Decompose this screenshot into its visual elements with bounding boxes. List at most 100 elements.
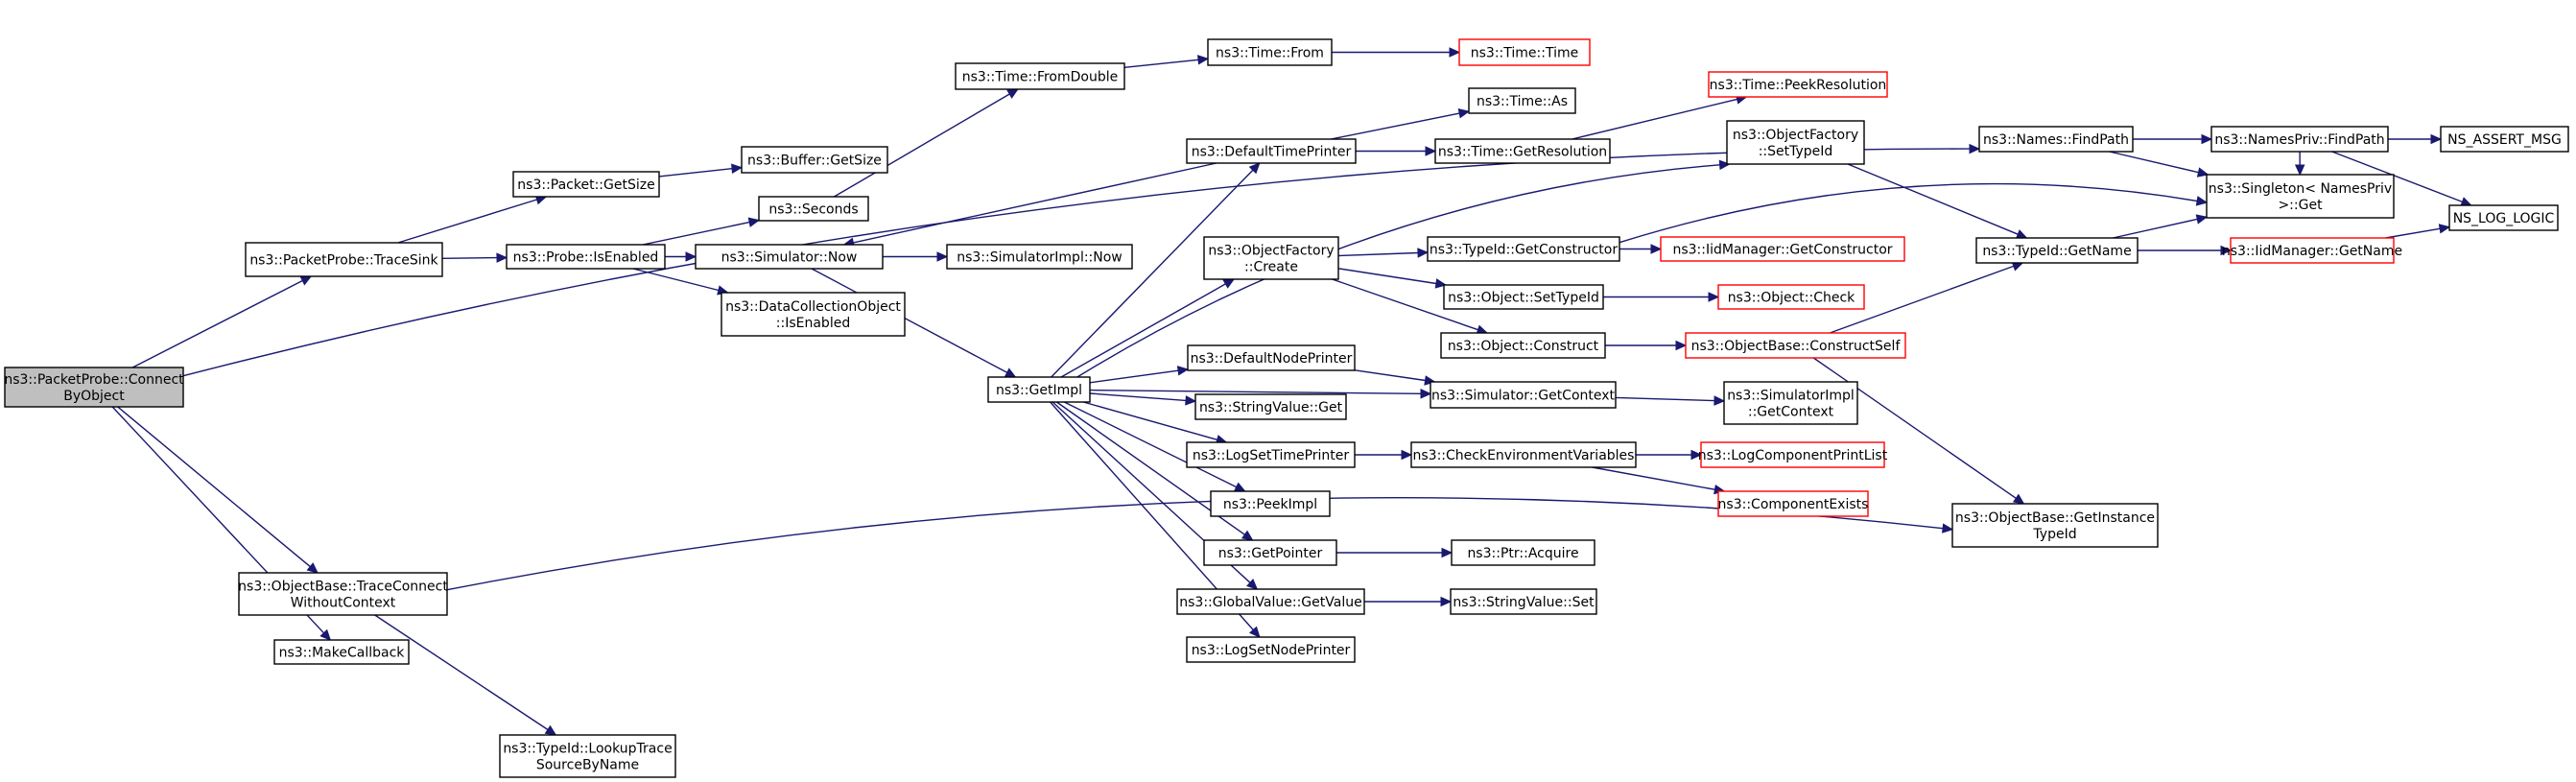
- edge-getImpl-to-strValGet: [1089, 392, 1197, 406]
- node-label: ns3::TypeId::GetConstructor: [1430, 243, 1618, 258]
- node-checkEnv[interactable]: ns3::CheckEnvironmentVariables: [1410, 441, 1637, 468]
- node-simImplNow[interactable]: ns3::SimulatorImpl::Now: [946, 244, 1133, 270]
- node-seconds[interactable]: ns3::Seconds: [758, 196, 869, 222]
- node-label: ::Create: [1244, 260, 1298, 275]
- node-logSetNode[interactable]: ns3::LogSetNodePrinter: [1186, 636, 1356, 663]
- node-label: >::Get: [2278, 198, 2323, 213]
- node-compExists[interactable]: ns3::ComponentExists: [1717, 490, 1869, 517]
- node-simGetContext[interactable]: ns3::Simulator::GetContext: [1430, 381, 1617, 409]
- node-timeFrom[interactable]: ns3::Time::From: [1207, 38, 1333, 66]
- edge-objSetTypeId-to-objCheck: [1603, 292, 1720, 302]
- edge-getImpl-to-defNodePrinter: [1089, 366, 1190, 384]
- node-iidGetCtor[interactable]: ns3::IidManager::GetConstructor: [1660, 236, 1905, 262]
- edge-isEnabled-to-simNow: [665, 251, 697, 262]
- node-timeTime[interactable]: ns3::Time::Time: [1458, 38, 1591, 66]
- node-gvGetValue[interactable]: ns3::GlobalValue::GetValue: [1176, 588, 1365, 615]
- node-constructSelf[interactable]: ns3::ObjectBase::ConstructSelf: [1685, 332, 1906, 359]
- edge-isEnabled-to-dcoEnabled: [632, 268, 729, 296]
- edge-root-to-traceConnect: [117, 406, 319, 574]
- node-singletonGet[interactable]: ns3::Singleton< NamesPriv >::Get: [2206, 174, 2395, 219]
- node-label: ByObject: [63, 389, 125, 404]
- node-peekImpl[interactable]: ns3::PeekImpl: [1210, 490, 1331, 517]
- edge-checkEnv-to-compExists: [1592, 466, 1726, 495]
- node-bufGetSize[interactable]: ns3::Buffer::GetSize: [741, 146, 888, 174]
- edge-objConstruct-to-constructSelf: [1605, 340, 1688, 351]
- node-tidGetCtor[interactable]: ns3::TypeId::GetConstructor: [1427, 236, 1620, 262]
- node-getPointer[interactable]: ns3::GetPointer: [1203, 539, 1337, 566]
- node-simNow[interactable]: ns3::Simulator::Now: [695, 244, 884, 270]
- edge-tidGetCtor-to-iidGetCtor: [1619, 244, 1663, 254]
- edge-constructSelf-to-getInstTid: [1812, 357, 2025, 505]
- node-label: ns3::TypeId::GetName: [1982, 244, 2131, 259]
- node-assertMsg[interactable]: NS_ASSERT_MSG: [2440, 126, 2569, 153]
- edge-seconds-to-fromDouble: [834, 88, 1019, 198]
- node-label: ns3::Singleton< NamesPriv: [2209, 181, 2392, 197]
- node-isEnabled[interactable]: ns3::Probe::IsEnabled: [506, 244, 666, 270]
- node-nprivFindPath[interactable]: ns3::NamesPriv::FindPath: [2210, 126, 2389, 153]
- node-strValSet[interactable]: ns3::StringValue::Set: [1450, 588, 1597, 615]
- edge-tidGetCtor-to-singletonGet: [1619, 182, 2209, 244]
- node-label: ns3::CheckEnvironmentVariables: [1413, 448, 1635, 463]
- node-label: ns3::TypeId::LookupTrace: [503, 742, 672, 757]
- node-timeGetRes[interactable]: ns3::Time::GetResolution: [1434, 138, 1611, 164]
- node-label: ns3::LogComponentPrintList: [1698, 448, 1888, 463]
- node-label: ns3::Ptr::Acquire: [1467, 546, 1578, 561]
- edge-traceConnect-to-lookupTrace: [374, 614, 557, 736]
- node-label: ns3::Packet::GetSize: [517, 178, 654, 193]
- node-label: ns3::PacketProbe::Connect: [4, 372, 184, 388]
- node-ofCreate[interactable]: ns3::ObjectFactory::Create: [1203, 236, 1339, 280]
- node-makeCallback[interactable]: ns3::MakeCallback: [273, 639, 410, 665]
- node-simImplGetCtx[interactable]: ns3::SimulatorImpl::GetContext: [1723, 381, 1858, 425]
- node-iidGetName[interactable]: ns3::IidManager::GetName: [2222, 237, 2402, 264]
- node-dcoEnabled[interactable]: ns3::DataCollectionObject::IsEnabled: [721, 292, 906, 337]
- edge-fromDouble-to-timeFrom: [1123, 55, 1210, 68]
- node-label: ::IsEnabled: [776, 316, 850, 331]
- edge-iidGetName-to-logLogic: [2385, 224, 2451, 239]
- edge-timeGetRes-to-peekRes: [1572, 94, 1748, 140]
- node-label: ::SetTypeId: [1759, 144, 1833, 159]
- node-objConstruct[interactable]: ns3::Object::Construct: [1440, 332, 1606, 359]
- node-strValGet[interactable]: ns3::StringValue::Get: [1194, 393, 1347, 420]
- node-label: ns3::Time::GetResolution: [1438, 145, 1607, 160]
- node-label: ns3::DefaultTimePrinter: [1192, 145, 1352, 160]
- node-layer: ns3::PacketProbe::ConnectByObjectns3::Pa…: [4, 38, 2569, 778]
- node-label: ns3::Simulator::Now: [721, 250, 858, 266]
- node-label: ns3::ObjectFactory: [1733, 128, 1858, 143]
- node-label: ns3::MakeCallback: [279, 646, 406, 661]
- node-tidGetName[interactable]: ns3::TypeId::GetName: [1975, 237, 2139, 264]
- node-logLogic[interactable]: NS_LOG_LOGIC: [2448, 204, 2559, 231]
- node-label: ns3::SimulatorImpl::Now: [957, 250, 1123, 266]
- node-peekRes[interactable]: ns3::Time::PeekResolution: [1708, 71, 1888, 98]
- node-defTimePrinter[interactable]: ns3::DefaultTimePrinter: [1186, 138, 1357, 164]
- node-logCompPrint[interactable]: ns3::LogComponentPrintList: [1698, 441, 1888, 468]
- node-label: ns3::Time::FromDouble: [962, 70, 1119, 85]
- node-getSize[interactable]: ns3::Packet::GetSize: [512, 171, 660, 198]
- edge-simNow-to-simImplNow: [883, 251, 949, 262]
- node-label: ns3::StringValue::Get: [1199, 400, 1343, 415]
- node-ofSetTypeId[interactable]: ns3::ObjectFactory::SetTypeId: [1726, 120, 1865, 165]
- node-label: SourceByName: [536, 758, 639, 773]
- node-label: ns3::Buffer::GetSize: [747, 154, 882, 169]
- node-logSetTime[interactable]: ns3::LogSetTimePrinter: [1186, 441, 1356, 468]
- node-defNodePrinter[interactable]: ns3::DefaultNodePrinter: [1187, 344, 1356, 371]
- node-objSetTypeId[interactable]: ns3::Object::SetTypeId: [1443, 284, 1604, 310]
- node-label: ns3::DefaultNodePrinter: [1191, 351, 1353, 367]
- node-fromDouble[interactable]: ns3::Time::FromDouble: [955, 62, 1125, 90]
- node-traceConnect[interactable]: ns3::ObjectBase::TraceConnectWithoutCont…: [238, 572, 448, 616]
- node-label: ns3::ObjectBase::ConstructSelf: [1691, 339, 1902, 354]
- node-findPath[interactable]: ns3::Names::FindPath: [1978, 126, 2134, 153]
- node-getImpl[interactable]: ns3::GetImpl: [987, 376, 1091, 403]
- node-timeAs[interactable]: ns3::Time::As: [1468, 87, 1576, 114]
- node-ptrAcquire[interactable]: ns3::Ptr::Acquire: [1451, 539, 1595, 566]
- edge-findPath-to-singletonGet: [2109, 151, 2210, 178]
- node-label: ns3::Object::Check: [1728, 291, 1855, 306]
- node-label: ns3::LogSetTimePrinter: [1193, 448, 1350, 463]
- node-objCheck[interactable]: ns3::Object::Check: [1717, 284, 1865, 310]
- node-traceSink[interactable]: ns3::PacketProbe::TraceSink: [245, 242, 443, 277]
- edge-layer: [111, 47, 2472, 736]
- edge-nprivFindPath-to-logLogic: [2331, 151, 2472, 207]
